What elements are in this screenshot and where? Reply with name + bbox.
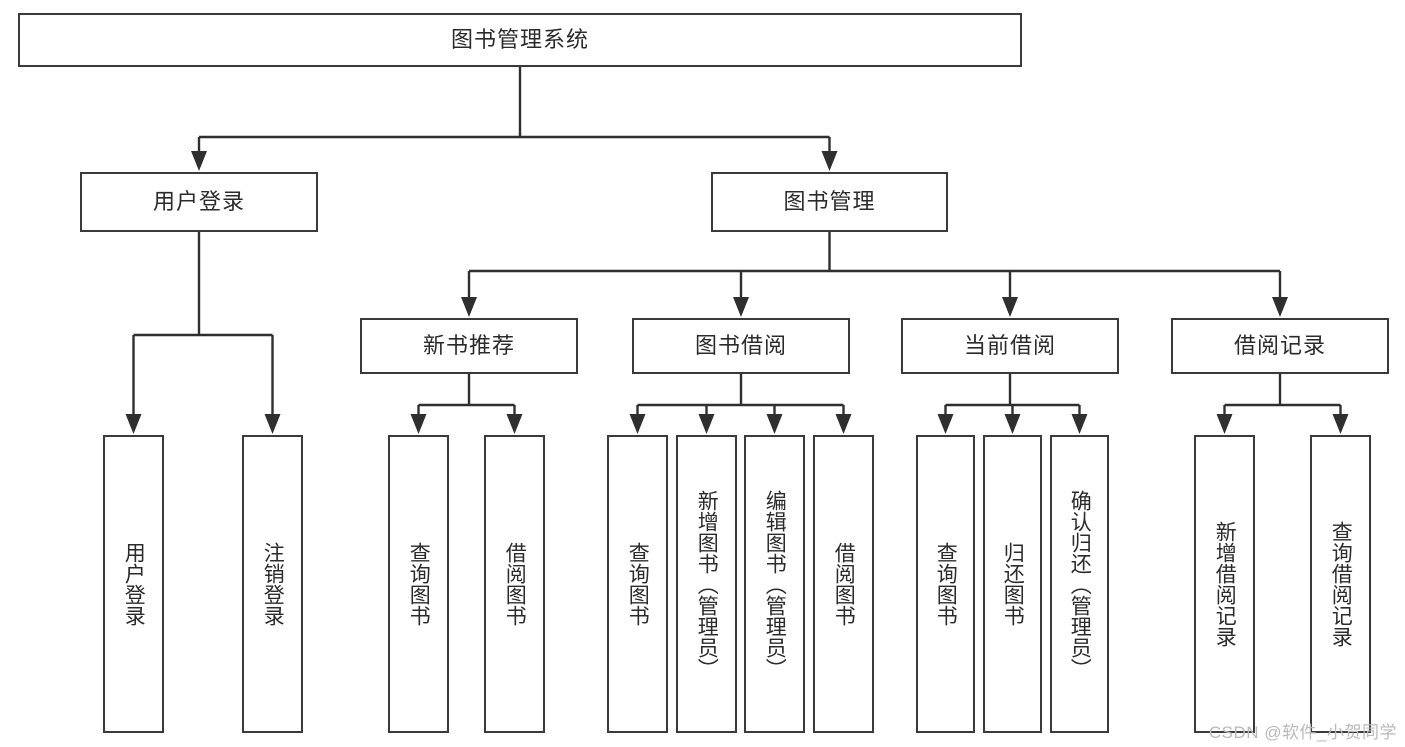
node-leaf-cb-return[interactable]: 归还图书 (983, 435, 1042, 733)
node-label: 当前借阅 (963, 333, 1056, 358)
node-label: 图书管理系统 (450, 27, 589, 52)
arrowhead-icon (264, 414, 281, 434)
node-label: 注销登录 (261, 542, 285, 626)
node-leaf-cb-confirm[interactable]: 确认归还（管理员） (1050, 435, 1109, 733)
arrowhead-icon (1071, 414, 1088, 434)
node-leaf-bb-borrow[interactable]: 借阅图书 (813, 435, 874, 733)
arrowhead-icon (1002, 297, 1018, 317)
node-leaf-rec-borrow[interactable]: 借阅图书 (484, 435, 545, 733)
node-label: 借阅记录 (1233, 333, 1326, 358)
node-leaf-bb-add[interactable]: 新增图书（管理员） (676, 435, 737, 733)
node-label: 查询图书 (407, 542, 431, 626)
node-leaf-bb-edit[interactable]: 编辑图书（管理员） (744, 435, 805, 733)
node-leaf-user-logout[interactable]: 注销登录 (242, 435, 303, 733)
node-book-borrow[interactable]: 图书借阅 (632, 318, 850, 374)
node-label: 查询图书 (934, 542, 958, 626)
node-borrow-record[interactable]: 借阅记录 (1171, 318, 1389, 374)
node-new-book-rec[interactable]: 新书推荐 (360, 318, 578, 374)
node-user-login[interactable]: 用户登录 (80, 172, 318, 232)
node-label: 新增图书（管理员） (695, 489, 719, 679)
arrowhead-icon (125, 414, 142, 434)
node-root[interactable]: 图书管理系统 (18, 13, 1022, 67)
arrowhead-icon (461, 297, 477, 317)
node-label: 查询图书 (626, 542, 650, 626)
node-label: 编辑图书（管理员） (763, 489, 787, 679)
arrowhead-icon (1332, 414, 1349, 434)
node-leaf-user-login[interactable]: 用户登录 (103, 435, 164, 733)
arrowhead-icon (937, 414, 954, 434)
node-label: 图书管理 (783, 189, 876, 214)
arrowhead-icon (698, 414, 715, 434)
node-label: 新书推荐 (422, 333, 515, 358)
node-label: 确认归还（管理员） (1068, 489, 1092, 679)
node-book-manage[interactable]: 图书管理 (711, 172, 948, 232)
arrowhead-icon (1272, 297, 1288, 317)
arrowhead-icon (191, 151, 207, 171)
arrowhead-icon (821, 151, 838, 171)
node-label: 借阅图书 (503, 542, 527, 626)
node-leaf-br-add[interactable]: 新增借阅记录 (1194, 435, 1255, 733)
node-label: 图书借阅 (694, 333, 787, 358)
node-leaf-bb-query[interactable]: 查询图书 (607, 435, 668, 733)
watermark-text: CSDN @软件_小贺同学 (1208, 723, 1397, 742)
arrowhead-icon (629, 414, 646, 434)
arrowhead-icon (1216, 414, 1233, 434)
arrowhead-icon (1004, 414, 1021, 434)
node-label: 用户登录 (152, 189, 245, 214)
node-label: 归还图书 (1001, 542, 1025, 626)
node-leaf-cb-query[interactable]: 查询图书 (916, 435, 975, 733)
node-label: 用户登录 (122, 542, 146, 626)
node-leaf-rec-query[interactable]: 查询图书 (388, 435, 449, 733)
node-label: 新增借阅记录 (1213, 521, 1237, 647)
arrowhead-icon (835, 414, 852, 434)
node-label: 查询借阅记录 (1329, 521, 1353, 647)
arrowhead-icon (506, 414, 523, 434)
arrowhead-icon (410, 414, 427, 434)
node-current-borrow[interactable]: 当前借阅 (901, 318, 1119, 374)
arrowhead-icon (766, 414, 783, 434)
node-label: 借阅图书 (832, 542, 856, 626)
arrowhead-icon (733, 297, 749, 317)
node-leaf-br-query[interactable]: 查询借阅记录 (1310, 435, 1371, 733)
